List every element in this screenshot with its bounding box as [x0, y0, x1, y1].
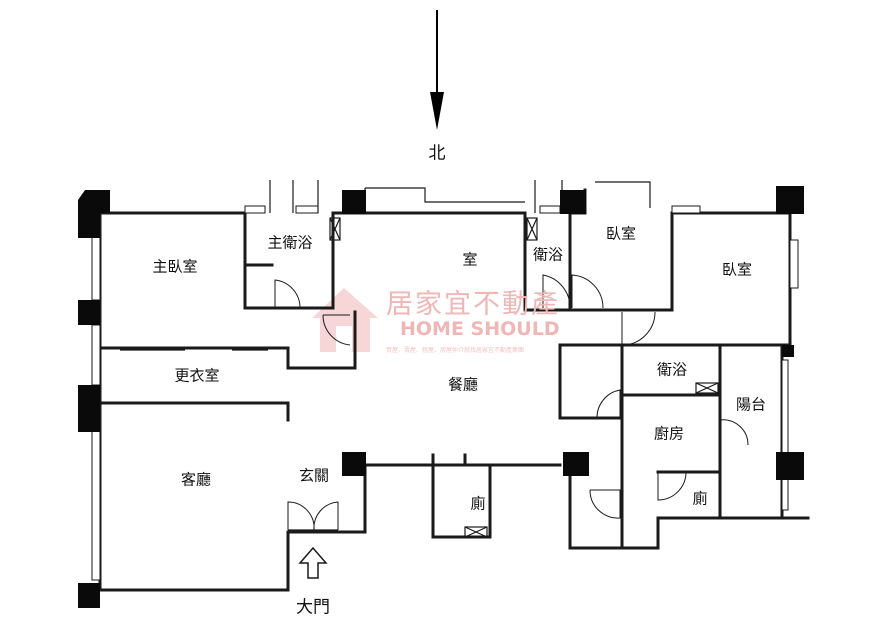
watermark-house-icon	[312, 288, 378, 352]
watermark-tagline: 買屋、賣屋、租屋、房屋仲介就找居家宜不動產集團	[386, 347, 525, 354]
columns	[78, 186, 804, 608]
room-balcony: 陽台	[735, 395, 767, 414]
room-master-bedroom: 主臥室	[152, 257, 198, 276]
room-dining: 餐廳	[447, 375, 479, 394]
room-bath-a: 衛浴	[532, 245, 564, 264]
entrance-arrow-icon	[298, 546, 328, 579]
room-toilet-a: 廁	[470, 494, 486, 513]
north-arrow-icon	[430, 10, 444, 130]
room-room: 室	[462, 250, 478, 269]
watermark-brand-en: HOME SHOULD	[400, 318, 560, 340]
compass-label: 北	[428, 143, 446, 164]
room-master-bath: 主衛浴	[267, 233, 313, 252]
room-foyer: 玄關	[298, 466, 330, 485]
room-bedroom-b: 臥室	[721, 260, 753, 279]
vent-boxes	[329, 217, 719, 538]
room-kitchen: 廚房	[653, 424, 685, 443]
room-bath-b: 衛浴	[656, 360, 688, 379]
doors	[274, 274, 749, 531]
watermark-brand-cn: 居家宜不動產	[386, 289, 560, 320]
interior-walls	[98, 211, 722, 550]
room-living: 客廳	[180, 470, 212, 489]
entrance-label: 大門	[296, 597, 330, 618]
room-walk-in-closet: 更衣室	[174, 366, 220, 385]
room-bedroom-a: 臥室	[605, 224, 637, 243]
room-toilet-b: 廁	[692, 489, 708, 508]
